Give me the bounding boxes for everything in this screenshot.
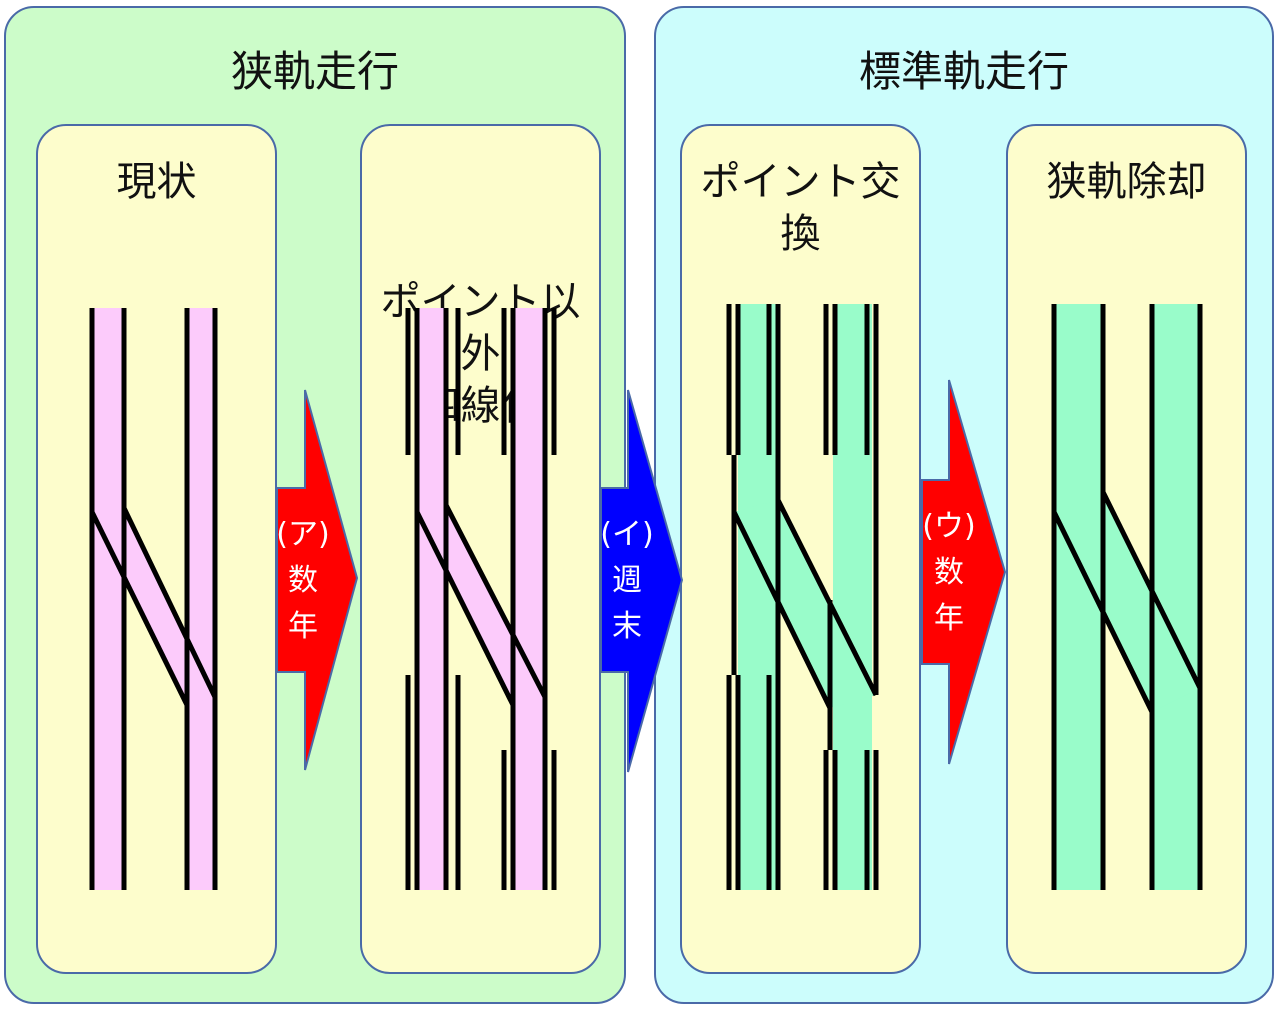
crossover-rail-b [443,503,548,699]
crossover-rail-b [1100,490,1203,690]
track-fill-crossover [1054,492,1200,712]
crossover-rail-a [731,510,833,710]
crossover-rail-b [121,506,218,699]
track-fill-right [1152,304,1200,890]
stage-narrow-removal-title: 狭軌除却 [1046,159,1207,205]
crossover-rail-a [414,510,516,707]
track-fill-left [1054,304,1103,890]
track-current [89,308,218,890]
stage-four-rail-panel: ポイント以外 四線化 [360,124,601,974]
stage-point-exchange-title: ポイント交換 [700,159,901,257]
arrow-i-label: (イ) 週 末 [600,517,654,644]
track-narrow-removal [1051,304,1203,890]
arrow-a [276,389,359,771]
track-fill-left [738,304,778,890]
track-fill-right [187,308,215,890]
arrow-u [921,379,1007,765]
track-fill-crossover [734,500,876,708]
crossover-rail-a [1051,510,1155,714]
track-fill-right [513,308,545,890]
arrow-a-label: (ア) 数 年 [276,517,330,644]
track-point-exchange [726,304,879,890]
standard-gauge-title: 標準軌走行 [858,47,1069,96]
arrow-i [600,389,684,773]
stage-current-title: 現状 [116,159,197,205]
arrow-u-label: (ウ) 数 年 [922,509,976,636]
narrow-gauge-title: 狭軌走行 [230,47,399,96]
track-fill-right [833,304,872,890]
crossover-rail-b [775,498,879,697]
crossover-rail-a [89,510,190,707]
track-four-rail [405,308,557,890]
track-fill-left [417,308,446,890]
track-fill-left [92,308,124,890]
